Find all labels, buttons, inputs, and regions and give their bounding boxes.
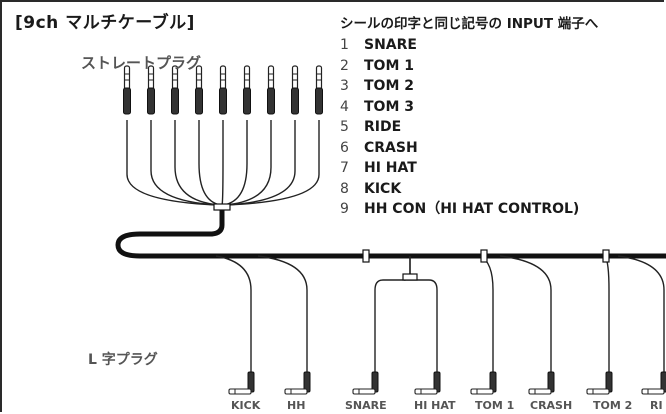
l-plug-tip xyxy=(284,388,308,395)
legend-number: 9 xyxy=(340,201,349,217)
straight-plug-body xyxy=(195,87,203,115)
plug-label-crash: CRASH xyxy=(530,399,573,412)
l-plug-wire xyxy=(257,255,308,380)
l-plug-wire xyxy=(479,255,494,380)
legend-name: RIDE xyxy=(364,119,402,135)
legend-number: 3 xyxy=(340,78,349,94)
straight-wire xyxy=(224,120,272,206)
plug-label-snare: SNARE xyxy=(345,399,387,412)
straight-wire xyxy=(221,120,224,206)
plug-label-tom1: TOM 1 xyxy=(475,399,515,412)
legend-name: TOM 3 xyxy=(364,98,414,115)
l-plug-tip xyxy=(470,388,494,395)
legend-name: TOM 2 xyxy=(364,78,414,94)
legend-number: 7 xyxy=(340,160,349,176)
l-plug-wire xyxy=(604,255,610,380)
straight-plug-body xyxy=(243,87,251,115)
legend-item: 3 TOM 2 xyxy=(340,76,579,97)
legend-number: 5 xyxy=(340,119,349,135)
straight-wire xyxy=(126,120,217,206)
l-plug-label: L 字プラグ xyxy=(88,352,158,368)
plug-label-hi-hat: HI HAT xyxy=(414,399,456,412)
plug-label-hh: HH xyxy=(287,399,306,412)
straight-wire xyxy=(198,120,221,206)
straight-plug-body xyxy=(315,87,323,115)
legend-number: 2 xyxy=(340,57,349,74)
l-plug-tip xyxy=(414,388,438,395)
straight-plug-body xyxy=(219,87,227,115)
legend-item: 6 CRASH xyxy=(340,138,579,159)
straight-wire xyxy=(227,120,320,206)
l-plug-wire xyxy=(215,255,252,380)
main-cable xyxy=(115,208,666,259)
cable-clip xyxy=(480,249,488,263)
legend-name: TOM 1 xyxy=(364,57,414,74)
legend-number: 6 xyxy=(340,139,349,156)
straight-wire xyxy=(223,120,248,206)
cable-clips xyxy=(362,249,610,281)
plug-label-kick: KICK xyxy=(231,399,261,412)
legend-item: 1 SNARE xyxy=(340,35,579,56)
straight-plug-body xyxy=(123,87,131,115)
legend-item: 4 TOM 3 xyxy=(340,97,579,118)
legend-item: 5 RIDE xyxy=(340,117,579,138)
l-plug-tip xyxy=(586,388,610,395)
channel-legend: 1 SNARE 2 TOM 1 3 TOM 2 4 TOM 3 5 RIDE 6 CRASH… xyxy=(340,35,579,220)
legend-item: 2 TOM 1 xyxy=(340,56,579,77)
page-title: [9ch マルチケーブル] xyxy=(15,13,195,33)
plug-label-ri: RI xyxy=(650,399,663,412)
straight-wire xyxy=(174,120,220,206)
l-plugs xyxy=(228,371,666,395)
cable-clip xyxy=(402,273,418,281)
input-note: シールの印字と同じ記号の INPUT 端子へ xyxy=(340,16,599,32)
legend-name: CRASH xyxy=(364,139,418,156)
legend-item: 8 KICK xyxy=(340,179,579,200)
l-plug-wires xyxy=(215,255,665,380)
straight-plug-tip xyxy=(315,65,323,91)
l-plug-tip xyxy=(228,388,252,395)
plug-label-tom2: TOM 2 xyxy=(593,399,633,412)
legend-name: HH CON（HI HAT CONTROL) xyxy=(364,201,580,217)
straight-plugs xyxy=(123,65,323,115)
legend-item: 9 HH CON（HI HAT CONTROL) xyxy=(340,199,579,220)
l-plug-tip xyxy=(352,388,376,395)
straight-wire xyxy=(150,120,218,206)
straight-plug-wires xyxy=(126,120,320,206)
l-plug-tip xyxy=(528,388,552,395)
l-plug-tip xyxy=(641,388,665,395)
straight-plug-label: ストレートプラグ xyxy=(81,54,202,72)
straight-plug-tip xyxy=(243,65,251,91)
legend-item: 7 HI HAT xyxy=(340,158,579,179)
straight-plug-tip xyxy=(267,65,275,91)
l-plug-wire xyxy=(499,255,552,380)
straight-plug-body xyxy=(171,87,179,115)
straight-plug-body xyxy=(147,87,155,115)
legend-number: 4 xyxy=(340,98,349,115)
straight-plug-body xyxy=(291,87,299,115)
legend-number: 1 xyxy=(340,37,349,53)
cable-clip-top xyxy=(213,203,231,211)
legend-number: 8 xyxy=(340,180,349,197)
cable-clip xyxy=(362,249,370,263)
straight-plug-tip xyxy=(219,65,227,91)
legend-name: SNARE xyxy=(364,37,417,53)
l-plug-wire xyxy=(617,255,665,380)
legend-name: KICK xyxy=(364,180,402,197)
legend-name: HI HAT xyxy=(364,160,417,176)
straight-plug-tip xyxy=(291,65,299,91)
cable-clip xyxy=(602,249,610,263)
straight-plug-body xyxy=(267,87,275,115)
